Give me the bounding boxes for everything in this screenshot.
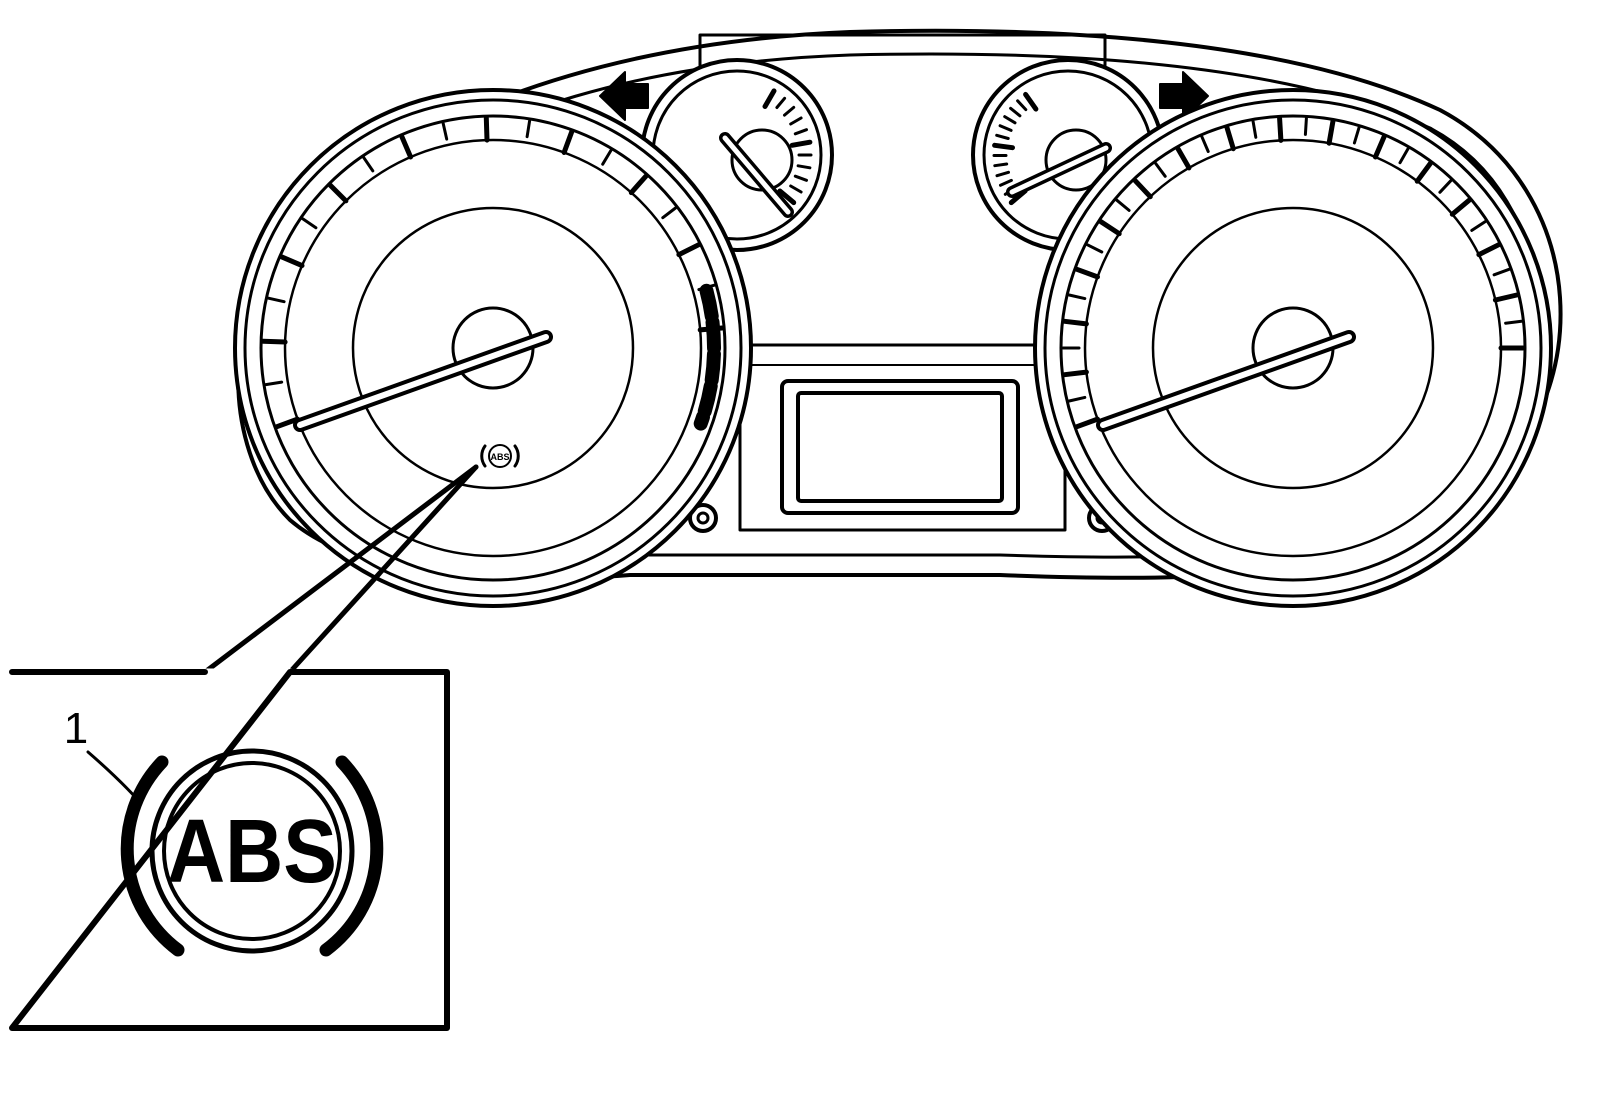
abs-warning-lamp-small: ABS bbox=[480, 444, 520, 468]
gauge-tick bbox=[441, 122, 449, 141]
gauge-tick bbox=[999, 178, 1013, 187]
gauge-tick bbox=[1132, 178, 1153, 200]
gauge-tick bbox=[676, 242, 701, 258]
gauge-tick bbox=[1470, 220, 1487, 232]
housing-top-tab bbox=[698, 33, 1107, 77]
gauge-tick bbox=[525, 119, 532, 139]
gauge-tick bbox=[1326, 119, 1336, 146]
abs-warning-icon: ABS bbox=[120, 748, 384, 957]
gauge-tick bbox=[1492, 292, 1520, 303]
gauge-tick bbox=[993, 162, 1009, 168]
gauge-tick bbox=[483, 115, 490, 143]
gauge-tick bbox=[274, 416, 300, 430]
callout-leader-line bbox=[86, 750, 140, 802]
gauge-tick bbox=[1449, 197, 1472, 217]
gauge-tick bbox=[1398, 147, 1410, 165]
gauge-tick bbox=[777, 188, 797, 206]
gauge-tick bbox=[998, 124, 1013, 132]
gauge-tick bbox=[260, 338, 288, 345]
gauge-tick bbox=[1352, 126, 1361, 145]
gauge-tick bbox=[1154, 162, 1167, 178]
gauge-tick bbox=[793, 174, 808, 182]
gauge-tick bbox=[995, 133, 1010, 140]
gauge-tick bbox=[301, 217, 318, 230]
gauge-tick bbox=[661, 206, 677, 220]
gauge-tick bbox=[279, 254, 305, 269]
gauge-tick bbox=[1067, 293, 1087, 301]
callout-number: 1 bbox=[64, 704, 88, 753]
gauge-tick bbox=[789, 139, 813, 148]
gauge-tick bbox=[267, 296, 286, 304]
gauge-tick bbox=[1303, 116, 1308, 136]
gauge-tick bbox=[793, 128, 808, 136]
gauge-tick bbox=[561, 129, 575, 155]
large-right-gauge-ticks bbox=[1061, 115, 1526, 430]
abs-left-bracket bbox=[120, 755, 185, 957]
gauge-tick bbox=[1372, 134, 1387, 160]
gauge-tick bbox=[1009, 106, 1022, 118]
gauge-tick bbox=[992, 142, 1015, 151]
gauge-tick bbox=[1074, 266, 1100, 280]
gauge-tick bbox=[1476, 242, 1501, 258]
gauge-tick bbox=[327, 182, 349, 204]
gauge-tick bbox=[1224, 125, 1236, 152]
gauge-tick bbox=[783, 105, 796, 117]
display-screen-outer bbox=[780, 379, 1020, 515]
callout-box: 1 ABS bbox=[9, 669, 450, 1031]
gauge-tick bbox=[1062, 369, 1089, 378]
gauge-tick bbox=[1251, 120, 1258, 139]
large-left-redline-band bbox=[693, 283, 722, 431]
gauge-tick bbox=[362, 156, 375, 173]
gauge-tick bbox=[1277, 115, 1284, 143]
large-left-gauge-ticks bbox=[260, 115, 725, 430]
small-right-gauge-ticks bbox=[992, 91, 1039, 206]
turn-left-arrow-icon bbox=[599, 71, 649, 121]
gauge-tick bbox=[601, 149, 613, 166]
gauge-tick bbox=[1098, 219, 1122, 237]
small-right-gauge-needle bbox=[1006, 142, 1112, 198]
small-left-gauge-ticks bbox=[762, 88, 813, 206]
small-left-gauge-needle bbox=[719, 132, 794, 218]
gauge-tick bbox=[1492, 267, 1511, 277]
abs-right-bracket bbox=[319, 755, 384, 957]
gauge-tick bbox=[1175, 146, 1192, 171]
gauge-tick bbox=[1086, 243, 1104, 254]
gauge-tick bbox=[995, 170, 1010, 178]
center-display-area bbox=[688, 343, 1117, 533]
abs-warning-icon-label: ABS bbox=[167, 802, 337, 902]
gauge-tick bbox=[796, 164, 812, 170]
large-right-gauge bbox=[1033, 88, 1553, 608]
gauge-tick bbox=[1062, 318, 1089, 327]
gauge-tick bbox=[789, 116, 803, 126]
gauge-tick bbox=[1016, 99, 1028, 112]
gauge-tick bbox=[1504, 319, 1523, 325]
display-screen-inner bbox=[796, 391, 1004, 503]
center-panel-outline bbox=[738, 343, 1067, 532]
gauge-tick bbox=[1067, 395, 1087, 403]
gauge-tick bbox=[775, 96, 787, 109]
gauge-tick bbox=[399, 134, 414, 160]
gauge-tick bbox=[1414, 161, 1433, 184]
left-mounting-screw bbox=[688, 503, 718, 533]
abs-warning-lamp-small-label: ABS bbox=[490, 452, 509, 462]
gauge-tick bbox=[628, 173, 649, 196]
large-left-gauge: ABS bbox=[233, 88, 753, 608]
gauge-tick bbox=[1438, 179, 1453, 194]
gauge-tick bbox=[762, 88, 777, 109]
callout-pointer bbox=[201, 464, 479, 676]
large-right-gauge-needle bbox=[1096, 330, 1356, 432]
gauge-tick bbox=[1023, 91, 1039, 112]
gauge-tick bbox=[1074, 416, 1100, 430]
gauge-tick bbox=[789, 184, 803, 194]
gauge-tick bbox=[1200, 135, 1210, 153]
large-left-gauge-needle bbox=[293, 330, 553, 432]
gauge-tick bbox=[264, 380, 284, 387]
gauge-tick bbox=[1003, 115, 1017, 125]
gauge-tick bbox=[1115, 198, 1131, 212]
